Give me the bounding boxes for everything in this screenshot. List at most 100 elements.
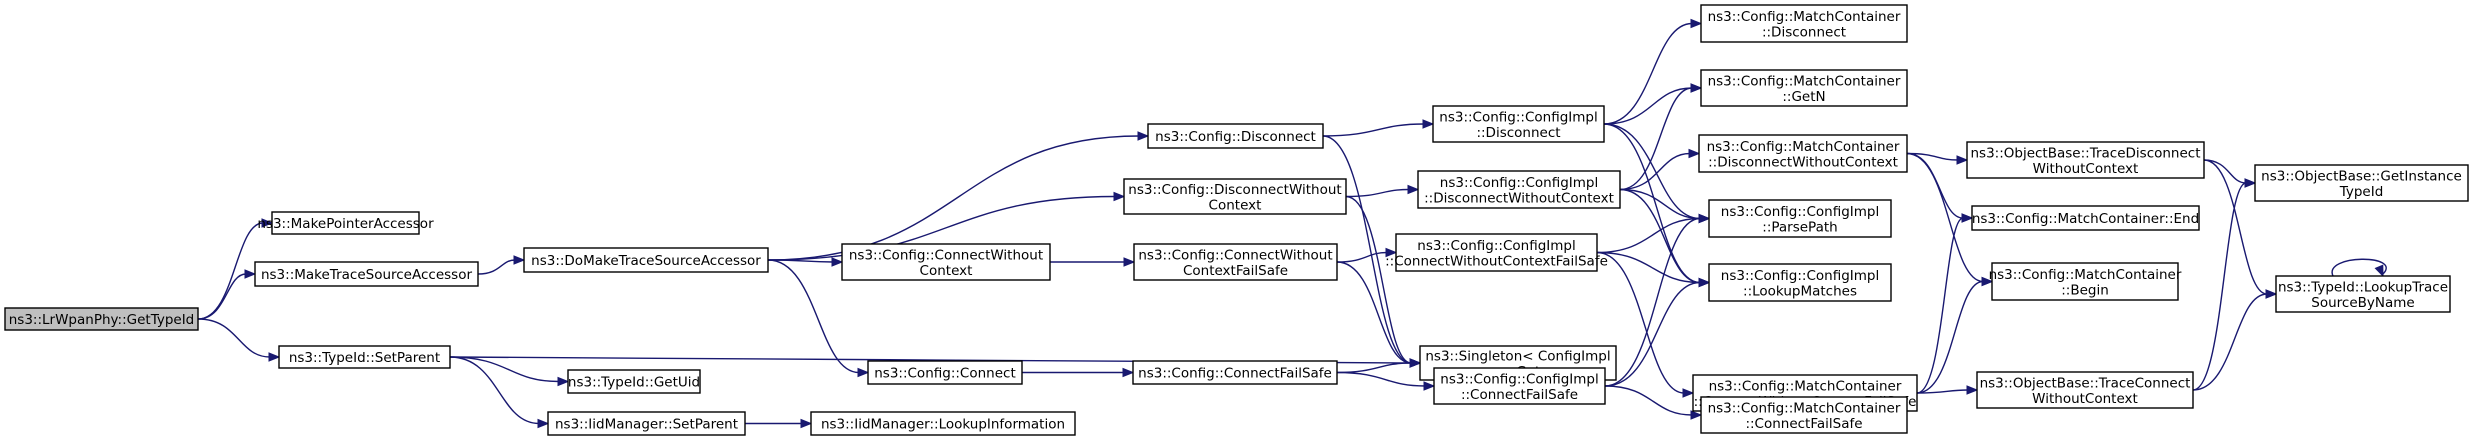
- node-mcGetN[interactable]: ns3::Config::MatchContainer::GetN: [1700, 69, 1908, 107]
- node-box-lookupMatches[interactable]: [1708, 263, 1892, 302]
- node-makePtr[interactable]: ns3::MakePointerAccessor: [257, 211, 434, 235]
- edge-path-makeTrace-to-doMake: [477, 259, 516, 275]
- edge-doMake-to-cfgConnectWC-arrowhead: [831, 257, 844, 267]
- node-obTraceDisconnectWC[interactable]: ns3::ObjectBase::TraceDisconnectWithoutC…: [1966, 141, 2205, 179]
- edge-doMake-to-cfgConnect-arrowhead: [857, 367, 870, 378]
- node-box-lookupTraceSource[interactable]: [2275, 275, 2451, 313]
- node-box-parsePath[interactable]: [1708, 199, 1892, 238]
- node-box-implDisconnectWC[interactable]: [1417, 170, 1621, 209]
- node-box-obTraceDisconnectWC[interactable]: [1966, 141, 2205, 179]
- node-box-makeTrace[interactable]: [254, 261, 479, 287]
- node-mcDisconnect[interactable]: ns3::Config::MatchContainer::Disconnect: [1700, 4, 1908, 43]
- edge-root-to-makeTrace: [197, 269, 257, 320]
- node-box-obGetInstanceTypeId[interactable]: [2254, 164, 2469, 202]
- node-implDisconnect[interactable]: ns3::Config::ConfigImpl::Disconnect: [1432, 105, 1605, 143]
- node-box-iidLookup[interactable]: [810, 411, 1076, 436]
- edge-doMake-to-cfgDisconnectWC: [767, 191, 1126, 261]
- node-mcDisconnectWC[interactable]: ns3::Config::MatchContainer::DisconnectW…: [1698, 134, 1908, 173]
- node-label-iidLookup-line-0: ns3::IidManager::LookupInformation: [821, 417, 1065, 433]
- node-box-implConnectWCFS[interactable]: [1395, 233, 1598, 272]
- node-implConnectWCFS[interactable]: ns3::Config::ConfigImpl::ConnectWithoutC…: [1385, 233, 1608, 272]
- node-label-cfgDisconnectWC-line-1: Context: [1209, 197, 1262, 213]
- node-label-implConnectWCFS-line-0: ns3::Config::ConfigImpl: [1417, 238, 1575, 254]
- node-mcBegin[interactable]: ns3::Config::MatchContainer::Begin: [1989, 262, 2182, 301]
- node-doMake[interactable]: ns3::DoMakeTraceSourceAccessor: [523, 247, 769, 273]
- edge-doMake-to-cfgDisconnectWC-arrowhead: [1113, 191, 1126, 202]
- node-box-cfgConnectWC[interactable]: [841, 243, 1051, 281]
- node-root[interactable]: ns3::LrWpanPhy::GetTypeId: [4, 307, 199, 331]
- node-label-implConnectFS-line-0: ns3::Config::ConfigImpl: [1440, 371, 1598, 387]
- node-box-mcBegin[interactable]: [1991, 262, 2179, 301]
- node-cfgConnectFS[interactable]: ns3::Config::ConnectFailSafe: [1132, 360, 1338, 385]
- node-box-obTraceConnectWC[interactable]: [1976, 371, 2194, 409]
- node-label-cfgConnect-line-0: ns3::Config::Connect: [874, 366, 1016, 382]
- node-box-iidSetParent[interactable]: [547, 411, 746, 436]
- node-box-mcGetN[interactable]: [1700, 69, 1908, 107]
- edge-obTraceConnectWC-to-obGetInstanceTypeId-arrowhead: [2244, 178, 2257, 188]
- node-obTraceConnectWC[interactable]: ns3::ObjectBase::TraceConnectWithoutCont…: [1976, 371, 2194, 409]
- node-label-makeTrace-line-0: ns3::MakeTraceSourceAccessor: [261, 267, 472, 283]
- node-box-cfgConnectFS[interactable]: [1132, 360, 1338, 385]
- node-box-mcConnectFS[interactable]: [1700, 396, 1908, 434]
- node-box-getUid[interactable]: [567, 369, 701, 394]
- node-implConnectFS[interactable]: ns3::Config::ConfigImpl::ConnectFailSafe: [1433, 367, 1606, 405]
- edge-obTraceConnectWC-to-lookupTraceSource-arrowhead: [2265, 289, 2278, 299]
- node-lookupMatches[interactable]: ns3::Config::ConfigImpl::LookupMatches: [1708, 263, 1892, 302]
- node-label-mcConnectWCFS-line-0: ns3::Config::MatchContainer: [1709, 378, 1902, 394]
- node-makeTrace[interactable]: ns3::MakeTraceSourceAccessor: [254, 261, 479, 287]
- node-mcConnectFS[interactable]: ns3::Config::MatchContainer::ConnectFail…: [1700, 396, 1908, 434]
- edge-mcConnectWCFS-to-mcBegin: [1916, 276, 1994, 394]
- node-label-makePtr-line-0: ns3::MakePointerAccessor: [257, 216, 434, 232]
- node-cfgConnect[interactable]: ns3::Config::Connect: [867, 360, 1023, 385]
- node-box-root[interactable]: [4, 307, 199, 331]
- node-box-implConnectFS[interactable]: [1433, 367, 1606, 405]
- edge-mcConnectWCFS-to-mcEnd-arrowhead: [1961, 213, 1974, 223]
- node-box-implDisconnect[interactable]: [1432, 105, 1605, 143]
- node-parsePath[interactable]: ns3::Config::ConfigImpl::ParsePath: [1708, 199, 1892, 238]
- node-box-cfgDisconnect[interactable]: [1147, 123, 1324, 149]
- edge-implConnectFS-to-lookupMatches: [1604, 277, 1711, 387]
- edge-path-implDisconnectWC-to-lookupMatches: [1619, 188, 1701, 284]
- node-getUid[interactable]: ns3::TypeId::GetUid: [567, 369, 701, 394]
- edge-root-to-makeTrace-arrowhead: [244, 269, 257, 279]
- edge-cfgConnectFS-to-implConnectFS-arrowhead: [1423, 381, 1436, 391]
- node-box-mcEnd[interactable]: [1971, 205, 2200, 231]
- node-label-iidSetParent-line-0: ns3::IidManager::SetParent: [555, 417, 738, 433]
- node-box-mcDisconnectWC[interactable]: [1698, 134, 1908, 173]
- node-box-cfgConnectWCFS[interactable]: [1133, 243, 1338, 281]
- edge-cfgDisconnectWC-to-implDisconnectWC-arrowhead: [1407, 184, 1420, 195]
- edge-path-doMake-to-cfgConnectWC: [767, 259, 834, 263]
- node-box-setParent[interactable]: [278, 345, 451, 369]
- node-label-mcDisconnectWC-line-0: ns3::Config::MatchContainer: [1707, 139, 1900, 155]
- node-iidLookup[interactable]: ns3::IidManager::LookupInformation: [810, 411, 1076, 436]
- edge-mcConnectWCFS-to-obTraceConnectWC-arrowhead: [1966, 385, 1979, 395]
- edge-path-cfgDisconnectWC-to-implDisconnectWC: [1345, 188, 1410, 198]
- node-label-mcGetN-line-1: ::GetN: [1782, 89, 1825, 105]
- edge-makeTrace-to-doMake-arrowhead: [513, 255, 526, 265]
- edge-path-doMake-to-cfgDisconnectWC: [767, 195, 1116, 261]
- edge-setParent-to-getUid: [449, 356, 570, 387]
- node-label-obTraceDisconnectWC-line-1: WithoutContext: [2033, 161, 2139, 177]
- node-box-cfgDisconnectWC[interactable]: [1123, 178, 1347, 215]
- edge-path-implDisconnectWC-to-mcGetN: [1619, 87, 1693, 191]
- node-box-doMake[interactable]: [523, 247, 769, 273]
- node-label-cfgDisconnectWC-line-0: ns3::Config::DisconnectWithout: [1128, 182, 1341, 198]
- node-cfgConnectWCFS[interactable]: ns3::Config::ConnectWithoutContextFailSa…: [1133, 243, 1338, 281]
- node-iidSetParent[interactable]: ns3::IidManager::SetParent: [547, 411, 746, 436]
- node-box-mcDisconnect[interactable]: [1700, 4, 1908, 43]
- node-mcEnd[interactable]: ns3::Config::MatchContainer::End: [1971, 205, 2200, 231]
- node-cfgConnectWC[interactable]: ns3::Config::ConnectWithoutContext: [841, 243, 1051, 281]
- node-implDisconnectWC[interactable]: ns3::Config::ConfigImpl::DisconnectWitho…: [1417, 170, 1621, 209]
- edge-cfgConnectFS-to-implConnectFS: [1336, 371, 1436, 391]
- node-box-makePtr[interactable]: [271, 211, 420, 235]
- node-setParent[interactable]: ns3::TypeId::SetParent: [278, 345, 451, 369]
- node-label-implConnectFS-line-1: ::ConnectFailSafe: [1461, 387, 1578, 403]
- node-cfgDisconnect[interactable]: ns3::Config::Disconnect: [1147, 123, 1324, 149]
- edge-path-setParent-to-iidSetParent: [449, 356, 540, 425]
- node-box-cfgConnect[interactable]: [867, 360, 1023, 385]
- node-cfgDisconnectWC[interactable]: ns3::Config::DisconnectWithoutContext: [1123, 178, 1347, 215]
- edge-path-implDisconnectWC-to-parsePath: [1619, 188, 1701, 220]
- node-label-cfgConnectWCFS-line-1: ContextFailSafe: [1183, 263, 1288, 279]
